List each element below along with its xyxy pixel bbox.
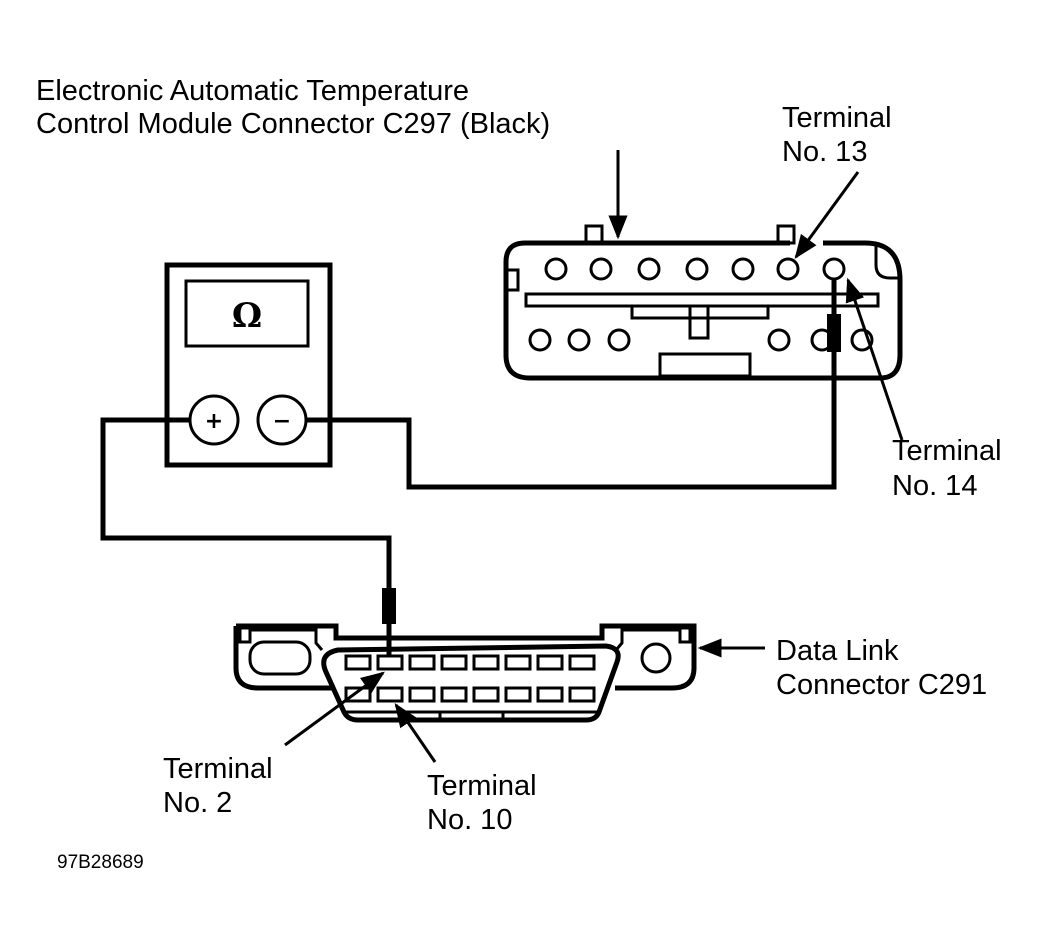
terminal-14-label-line2: No. 14	[892, 470, 977, 502]
pin-top-1	[544, 257, 568, 281]
data-link-label-line1: Data Link	[776, 635, 899, 667]
pin-bottom-1	[528, 328, 552, 352]
dlc-pin-13	[472, 686, 500, 703]
pin-bottom-4	[767, 328, 791, 352]
dlc-pin-row-top	[344, 654, 596, 671]
positive-test-lead	[100, 417, 392, 660]
dlc-pin-row-bottom	[344, 686, 596, 703]
dlc-pin-7	[536, 654, 564, 671]
pin-bottom-2	[567, 328, 591, 352]
dlc-pin-1	[344, 654, 372, 671]
dlc-pin-5	[472, 654, 500, 671]
terminal-14-arrow	[845, 277, 904, 441]
pin-top-3	[637, 257, 661, 281]
connector-latch	[776, 224, 796, 245]
terminal-10-arrow	[394, 703, 437, 763]
pin-top-5	[731, 257, 755, 281]
terminal-13-arrow	[794, 171, 860, 259]
terminal-2-arrow	[284, 671, 385, 747]
dlc-pin-11	[408, 686, 436, 703]
pin-top-2	[589, 257, 613, 281]
terminal-13-label-line2: No. 13	[782, 136, 867, 168]
pin-top-4	[685, 257, 709, 281]
pin-terminal-14	[822, 257, 846, 281]
connector-slot	[524, 292, 880, 308]
pin-bottom-3	[607, 328, 631, 352]
terminal-2-label-line1: Terminal	[163, 753, 273, 785]
dlc-pin-10	[376, 686, 404, 703]
module-connector-label-line2: Control Module Connector C297 (Black)	[36, 108, 550, 140]
negative-test-lead	[306, 279, 837, 490]
module-connector-label-line1: Electronic Automatic Temperature	[36, 75, 469, 107]
dlc-pin-8	[568, 654, 596, 671]
dlc-corner	[238, 626, 252, 644]
dlc-mount-slot	[248, 640, 312, 676]
terminal-2-label-line2: No. 2	[163, 787, 232, 819]
dlc-pin-12	[440, 686, 468, 703]
terminal-10-label-line1: Terminal	[427, 770, 537, 802]
connector-tab	[658, 352, 752, 378]
pin-terminal-13	[776, 257, 800, 281]
dlc-pin-2	[376, 654, 404, 671]
dlc-pin-4	[440, 654, 468, 671]
data-link-connector-c291	[233, 623, 697, 723]
connector-latch	[584, 224, 604, 245]
meter-display	[184, 279, 310, 348]
terminal-13-label-line1: Terminal	[782, 102, 892, 134]
probe-terminal-14	[827, 314, 841, 352]
dlc-pin-6	[504, 654, 532, 671]
dlc-corner	[678, 626, 692, 644]
figure-code: 97B28689	[57, 852, 144, 873]
module-connector-c297	[503, 224, 903, 381]
ohmmeter: Ω + −	[164, 262, 333, 468]
terminal-10-label-line2: No. 10	[427, 804, 512, 836]
probe-terminal-2	[382, 588, 396, 624]
connector-rib-stem	[688, 304, 710, 340]
dlc-pin-15	[536, 686, 564, 703]
connector-rib	[630, 304, 770, 320]
dlc-mount-hole	[640, 642, 672, 674]
dlc-pin-16	[568, 686, 596, 703]
plus-icon: +	[205, 409, 223, 434]
terminal-14-label-line1: Terminal	[892, 435, 1002, 467]
dlc-pin-3	[408, 654, 436, 671]
dlc-pin-14	[504, 686, 532, 703]
ohm-symbol-icon: Ω	[232, 296, 262, 336]
minus-icon: −	[273, 409, 291, 434]
data-link-label-line2: Connector C291	[776, 669, 987, 701]
connector-key	[504, 268, 520, 292]
